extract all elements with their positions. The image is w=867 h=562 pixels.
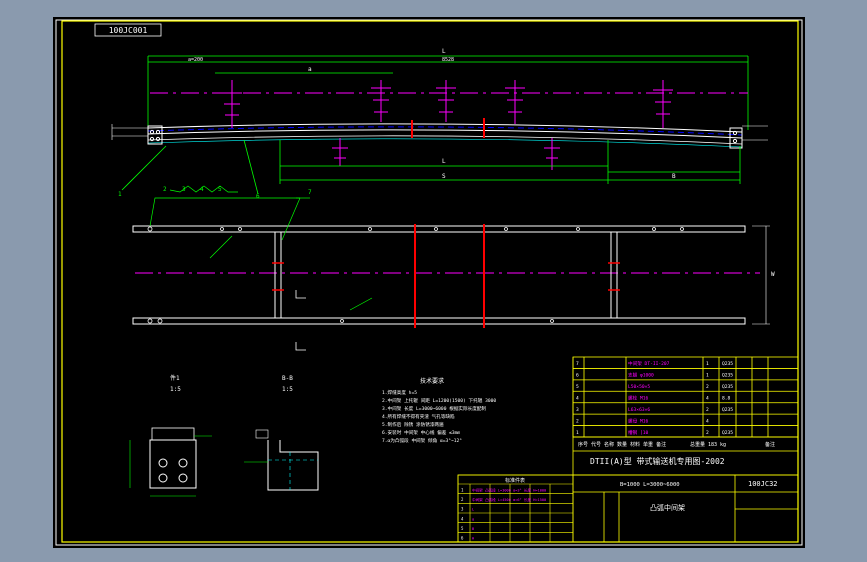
stamp-box: 100JC001	[94, 23, 162, 37]
left-table-cell: 2	[461, 497, 464, 502]
left-table-cell: L	[472, 508, 474, 512]
bom-cell: Q235	[722, 384, 733, 390]
bom-cell: Q235	[722, 407, 733, 413]
part-number-7: 7	[308, 189, 312, 196]
part-number-5: 5	[218, 186, 222, 193]
bom-cell: 5	[576, 384, 579, 390]
bom-cell: 2	[576, 418, 579, 424]
left-table-cell: 中间架 凸弧段 L=3000 α=3° 长度 H=1000	[472, 487, 546, 492]
left-table-cell: 6	[461, 536, 464, 541]
param-line: B=1000 L=3000~6000	[620, 482, 680, 488]
note-1: 1.焊缝高度 h=5	[382, 389, 417, 396]
total-weight: 总重量 183 kg	[690, 441, 726, 448]
bom-cell: 8.8	[722, 396, 731, 402]
note-6: 6.安装时 中间架 中心线 偏差 ≤3mm	[382, 429, 460, 436]
left-table-cell: 1	[461, 487, 464, 492]
bom-cell: 1	[576, 430, 579, 436]
dim-top-right: 8528	[442, 57, 454, 63]
left-table-cell: 5	[461, 526, 464, 531]
bom-cell: 2	[706, 384, 709, 390]
detail-view-2: B-B 1:5	[244, 375, 319, 491]
bom-cell: Q235	[722, 373, 733, 379]
notes-title: 技术要求	[420, 377, 444, 385]
note-4: 4.所有焊缝不得有夹渣 气孔等缺陷	[382, 413, 455, 420]
part-number-2: 2	[163, 186, 167, 193]
detail-2-label: B-B	[282, 375, 293, 382]
bom-cell: 2	[706, 407, 709, 413]
technical-notes: 技术要求 1.焊缝高度 h=5 2.中间架 上托辊 间距 L=1200(1500…	[382, 377, 496, 444]
elevation-view: L a=200 8528 a	[111, 48, 768, 200]
dim-bottom-b: B	[672, 173, 676, 180]
outer-frame	[55, 19, 803, 546]
bom-cell: 7	[576, 361, 579, 367]
detail-1-scale: 1:5	[170, 386, 181, 393]
bom-cell: Q235	[722, 430, 733, 436]
note-3: 3.中间架 长度 L=3000~6000 根据实际长度配制	[382, 405, 486, 412]
part-number-1: 1	[118, 191, 122, 198]
bom-cell: 支腿 φ1000	[628, 372, 654, 379]
bom-cell: L50×50×5	[628, 384, 650, 390]
bom-header-row: 序号 代号 名称 数量 材料 单重 备注	[578, 441, 666, 448]
detail-2-scale: 1:5	[282, 386, 293, 393]
bom-cell: 6	[576, 373, 579, 379]
bom-cell: Q235	[722, 361, 733, 367]
bom-cell: L63×63×6	[628, 407, 650, 413]
bom-cell: 1	[706, 373, 709, 379]
note-2: 2.中间架 上托辊 间距 L=1200(1500) 下托辊 3000	[382, 397, 496, 404]
plan-view: W 7	[132, 189, 775, 351]
part-number-4: 4	[200, 186, 204, 193]
left-table-cell: 中间架 凸弧段 L=4500 α=6° 长度 H=1500	[472, 497, 546, 502]
bom-cell: 中间架 DT-II-207	[628, 360, 670, 367]
dim-top-sub: a=200	[188, 57, 203, 63]
bom-cell: 4	[706, 418, 709, 424]
note-5: 5.制作后 除锈 涂防锈漆两遍	[382, 421, 444, 428]
weight-label: 备注	[765, 441, 775, 448]
bom-cell: 4	[706, 396, 709, 402]
stamp-code: 100JC001	[109, 26, 148, 35]
left-table-cell: α	[472, 517, 475, 521]
standard-parts-table	[457, 474, 574, 543]
inner-frame	[61, 20, 799, 543]
company-line: DTII(A)型 带式输送机专用图-2002	[590, 456, 725, 466]
bom-cell: 螺栓 M16	[628, 395, 648, 402]
drawing-code: 100JC32	[748, 480, 778, 488]
dim-bottom-L: L	[442, 158, 446, 165]
bom-cell: 2	[706, 430, 709, 436]
detail-view-1: 件1 1:5	[129, 374, 212, 497]
bom-cell: 4	[576, 396, 579, 402]
detail-1-label: 件1	[170, 374, 180, 382]
left-table-cell: 4	[461, 516, 464, 521]
left-table-cell: B	[472, 527, 474, 531]
left-table-cell: H	[472, 537, 474, 541]
left-table-title: 标准件表	[505, 477, 525, 484]
bom-cell: 槽钢 [10	[628, 429, 648, 436]
bom-cell: 螺母 M16	[628, 417, 648, 424]
bom-cell: 1	[706, 361, 709, 367]
bom-cell: 3	[576, 407, 579, 413]
drawing-sheet	[53, 17, 805, 548]
part-number-6: 6	[256, 193, 260, 200]
dim-bottom-s: S	[442, 173, 446, 180]
note-7: 7.α为凸弧段 中间架 倾角 α=3°~12°	[382, 437, 462, 444]
left-table-cell: 3	[461, 507, 464, 512]
drawing-name: 凸弧中间架	[650, 503, 685, 512]
part-number-3: 3	[182, 186, 186, 193]
dim-plan-width: W	[771, 271, 775, 278]
dim-top-overall: L	[442, 48, 446, 55]
dim-top-mid: a	[308, 66, 312, 73]
